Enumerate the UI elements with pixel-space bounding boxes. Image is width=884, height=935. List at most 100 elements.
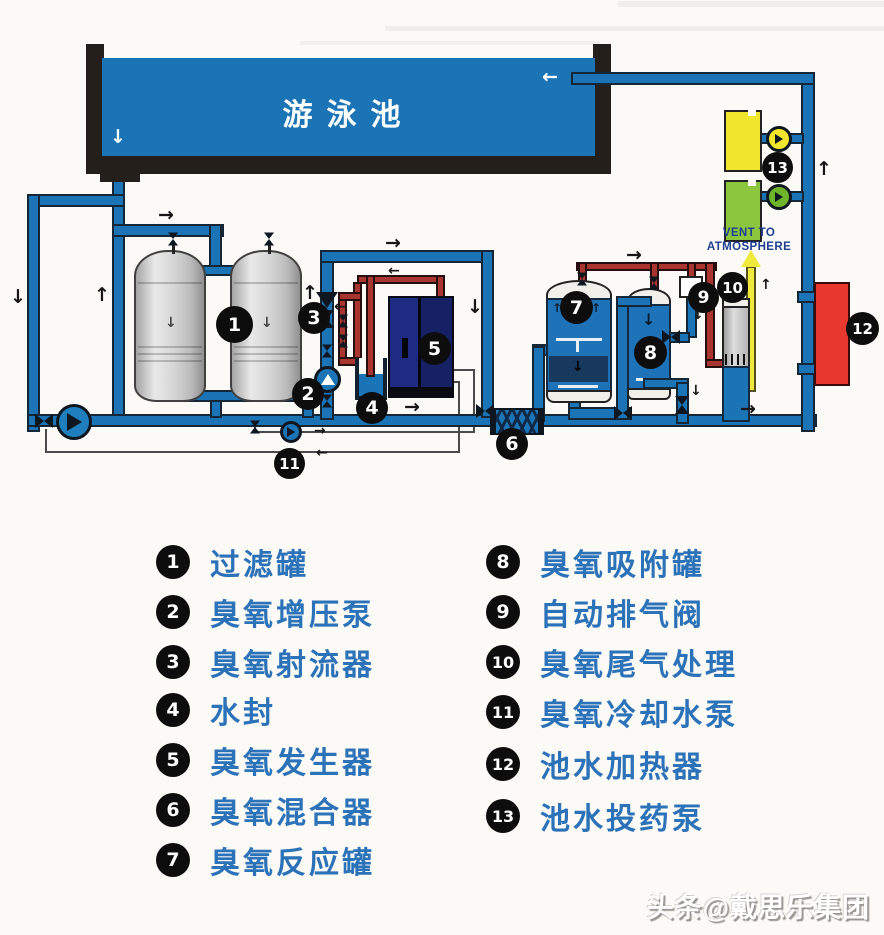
tank8-base bbox=[627, 388, 671, 400]
flow-arrow-down-icon bbox=[467, 298, 483, 317]
pump-rotor-icon bbox=[775, 134, 783, 144]
diagram-badge-5: 5 bbox=[418, 332, 451, 365]
pipe-ozone-loop-top bbox=[320, 250, 494, 263]
legend-label: 池水加热器 bbox=[540, 751, 705, 784]
dosing-tank-green bbox=[724, 180, 762, 242]
valve-cooling-branch bbox=[250, 421, 260, 434]
legend-item-13: 13 池水投药泵 bbox=[486, 794, 705, 838]
flow-arrow-right-icon bbox=[404, 398, 420, 417]
legend-label: 臭氧混合器 bbox=[210, 797, 375, 830]
diagram-badge-10: 10 bbox=[717, 272, 748, 303]
flow-arrow-right-icon bbox=[385, 234, 401, 253]
check-valve-icon bbox=[338, 335, 348, 348]
destructor-heater-hatch bbox=[725, 354, 747, 365]
ozone-mixer bbox=[490, 408, 544, 435]
flow-arrow-left-icon bbox=[388, 264, 400, 278]
destructor-media-column bbox=[722, 306, 750, 368]
flow-arrow-up-icon bbox=[94, 286, 110, 305]
flow-arrow-right-icon bbox=[314, 424, 326, 438]
legend-label: 臭氧发生器 bbox=[210, 747, 375, 780]
relief-valve-icon bbox=[264, 233, 274, 246]
diagram-badge-7: 7 bbox=[560, 291, 593, 324]
legend-label: 自动排气阀 bbox=[540, 599, 705, 632]
valve-pump-suction bbox=[35, 414, 53, 428]
flow-arrow-down-icon bbox=[261, 316, 273, 330]
tank7-bottom-collector bbox=[558, 385, 598, 388]
legend-item-3: 3 臭氧射流器 bbox=[156, 640, 375, 684]
ozone-cooling-pump bbox=[280, 421, 302, 443]
legend-item-12: 12 池水加热器 bbox=[486, 742, 705, 786]
tank-seam bbox=[234, 360, 298, 362]
cabinet-base bbox=[390, 387, 452, 396]
cooling-generator-link-top bbox=[449, 369, 475, 371]
valve-mixer-inlet bbox=[476, 404, 494, 418]
legend-label: 臭氧尾气处理 bbox=[540, 649, 738, 682]
pool-heater bbox=[814, 282, 850, 386]
legend-item-2: 2 臭氧增压泵 bbox=[156, 590, 375, 634]
pipe-tank8-inlet-elbow bbox=[616, 296, 652, 307]
scan-artifact bbox=[300, 41, 600, 45]
tank-seam bbox=[234, 282, 298, 284]
legend-item-6: 6 臭氧混合器 bbox=[156, 788, 375, 832]
flow-arrow-down-icon bbox=[10, 288, 26, 307]
redpipe-injector-loop-top bbox=[338, 292, 362, 301]
cooling-supply-riser bbox=[473, 369, 475, 433]
flow-arrow-down-icon bbox=[572, 360, 584, 374]
redpipe-waterseal-drop bbox=[366, 275, 375, 377]
legend-item-1: 1 过滤罐 bbox=[156, 540, 309, 584]
legend-badge: 7 bbox=[156, 843, 190, 877]
valve-tank8-offgas bbox=[649, 277, 659, 290]
legend-item-11: 11 臭氧冷却水泵 bbox=[486, 690, 738, 734]
legend-badge: 4 bbox=[156, 693, 190, 727]
legend-label: 池水投药泵 bbox=[540, 803, 705, 836]
pipe-jog-horizontal bbox=[27, 194, 125, 207]
flow-arrow-left-icon bbox=[542, 68, 558, 87]
pool-title: 游泳池 bbox=[282, 99, 415, 132]
check-valve-icon bbox=[338, 315, 348, 328]
diagram-badge-2: 2 bbox=[292, 378, 324, 410]
legend-label: 臭氧反应罐 bbox=[210, 847, 375, 880]
vent-to-atmosphere-label: VENT TO ATMOSPHERE bbox=[690, 226, 808, 255]
cooling-return-line bbox=[45, 451, 460, 453]
dosing-pump-green bbox=[766, 184, 792, 210]
pump-rotor-icon bbox=[287, 427, 295, 437]
scan-artifact bbox=[385, 26, 884, 31]
tank-seam bbox=[234, 353, 298, 355]
pipe-pool-outlet-column bbox=[112, 148, 125, 422]
diagram-badge-4: 4 bbox=[356, 392, 388, 424]
legend-badge: 11 bbox=[486, 695, 520, 729]
flow-arrow-down-icon bbox=[165, 316, 177, 330]
tank7-internal-header bbox=[556, 338, 602, 341]
pool-wall-left bbox=[86, 44, 104, 174]
pipe-ozone-loop-downcomer bbox=[481, 250, 494, 418]
watermark-text: 头条@戴思乐集团 bbox=[646, 893, 870, 923]
legend-badge: 10 bbox=[486, 645, 520, 679]
tank-seam bbox=[138, 282, 202, 284]
destructor-water-base bbox=[722, 366, 750, 422]
tank-seam bbox=[138, 346, 202, 348]
legend-badge: 8 bbox=[486, 545, 520, 579]
dosing-tank-yellow bbox=[724, 110, 762, 172]
flow-arrow-down-icon bbox=[110, 128, 126, 147]
diagram-badge-6: 6 bbox=[496, 428, 528, 460]
legend-label: 臭氧射流器 bbox=[210, 649, 375, 682]
cooling-supply-line bbox=[254, 431, 475, 433]
legend-badge: 6 bbox=[156, 793, 190, 827]
valve-tank8-outlet bbox=[675, 396, 689, 414]
tank7-base bbox=[546, 390, 612, 403]
valve-booster-upper bbox=[322, 345, 332, 358]
flow-arrow-down-icon bbox=[642, 312, 655, 328]
flow-arrow-up-icon bbox=[760, 278, 772, 292]
legend-badge: 3 bbox=[156, 645, 190, 679]
dosing-tank-green-lid-gap bbox=[748, 179, 756, 186]
pump-rotor-icon bbox=[320, 374, 335, 385]
flow-arrow-right-icon bbox=[740, 400, 756, 419]
pump-rotor-icon bbox=[775, 192, 783, 202]
pipe-left-downcomer bbox=[27, 194, 40, 432]
cooling-return-drop bbox=[45, 429, 47, 453]
scan-artifact bbox=[618, 1, 884, 7]
dosing-pump-yellow bbox=[766, 126, 792, 152]
pipe-return-top bbox=[571, 72, 815, 85]
cabinet-slot bbox=[402, 338, 408, 358]
